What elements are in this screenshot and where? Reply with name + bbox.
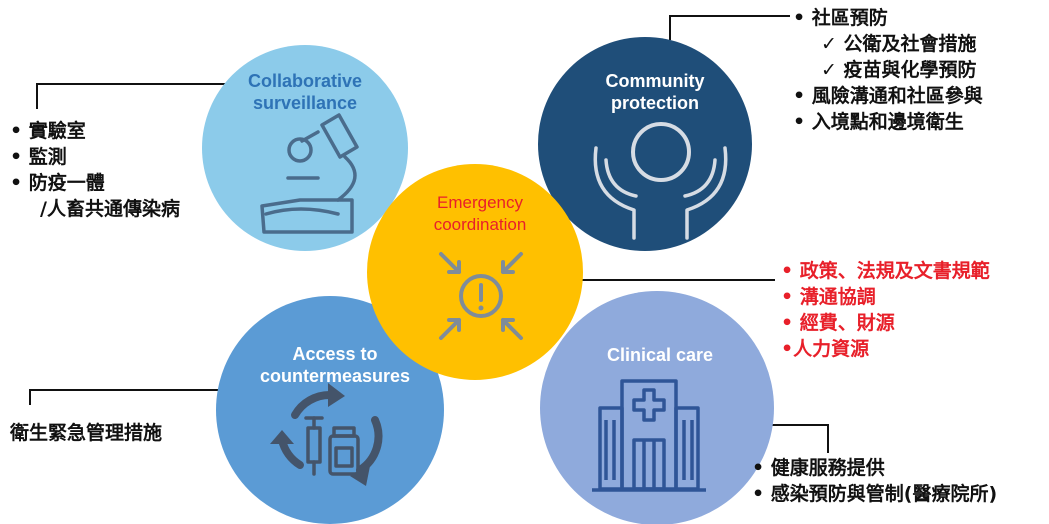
connector-countermeasures: [29, 389, 222, 405]
circle-countermeasures: [216, 296, 444, 524]
connector-clinical: [770, 424, 829, 453]
list-item: • 風險溝通和社區參與: [793, 85, 983, 107]
countermeasures-title-line1: Access to: [292, 344, 378, 364]
list-item: /人畜共通傳染病: [40, 198, 180, 220]
list-item: 衛生緊急管理措施: [10, 422, 163, 444]
countermeasures-title-line2: countermeasures: [259, 366, 411, 386]
surveillance-title-line1: Collaborative: [247, 71, 363, 91]
list-item: • 健康服務提供: [752, 457, 885, 479]
list-item: • 監測: [10, 146, 67, 168]
circle-community: [538, 37, 752, 251]
community-title: Community protection: [575, 70, 735, 114]
list-item: • 防疫一體: [10, 172, 105, 194]
community-title-line2: protection: [611, 93, 699, 113]
hands-ring-icon: [593, 122, 728, 240]
list-item: • 感染預防與管制(醫療院所): [752, 483, 998, 505]
connector-surveillance: [36, 83, 252, 109]
list-item: • 政策、法規及文書規範: [781, 260, 990, 282]
alert-dot: [478, 305, 484, 311]
countermeasures-list: 衛生緊急管理措施: [10, 420, 162, 446]
microscope-icon: [260, 113, 359, 234]
surveillance-title: Collaborative surveillance: [225, 70, 385, 114]
circle-surveillance: [202, 45, 408, 251]
list-item: •人力資源: [781, 338, 870, 360]
list-item: • 社區預防: [793, 7, 888, 29]
clinical-title: Clinical care: [575, 344, 745, 366]
list-item: • 經費、財源: [781, 312, 895, 334]
coordination-title-line1: Emergency: [437, 193, 523, 212]
list-item: • 溝通協調: [781, 286, 876, 308]
circle-coordination: [367, 164, 583, 380]
coordination-list: • 政策、法規及文書規範 • 溝通協調 • 經費、財源 •人力資源: [781, 258, 990, 362]
surveillance-title-line2: surveillance: [252, 93, 358, 113]
clinical-title-line1: Clinical care: [606, 345, 714, 365]
connector-lines: [29, 15, 829, 453]
clinical-list: • 健康服務提供 • 感染預防與管制(醫療院所): [752, 455, 997, 507]
connector-community: [669, 15, 790, 40]
cycle-arrowheads: [270, 383, 370, 486]
alert-arrows-icon: [439, 252, 523, 340]
surveillance-list: • 實驗室 • 監測 • 防疫一體 /人畜共通傳染病: [10, 118, 180, 222]
countermeasures-title: Access to countermeasures: [250, 343, 420, 387]
coordination-title-line2: coordination: [433, 215, 527, 234]
coordination-title: Emergency coordination: [405, 192, 555, 236]
hospital-icon: [592, 379, 706, 492]
list-item: ✓ 公衛及社會措施: [821, 33, 977, 55]
community-title-line1: Community: [605, 71, 705, 91]
community-list: • 社區預防 ✓ 公衛及社會措施 ✓ 疫苗與化學預防 • 風險溝通和社區參與 •…: [793, 5, 983, 135]
list-item: ✓ 疫苗與化學預防: [821, 59, 977, 81]
list-item: • 入境點和邊境衛生: [793, 111, 964, 133]
list-item: • 實驗室: [10, 120, 86, 142]
